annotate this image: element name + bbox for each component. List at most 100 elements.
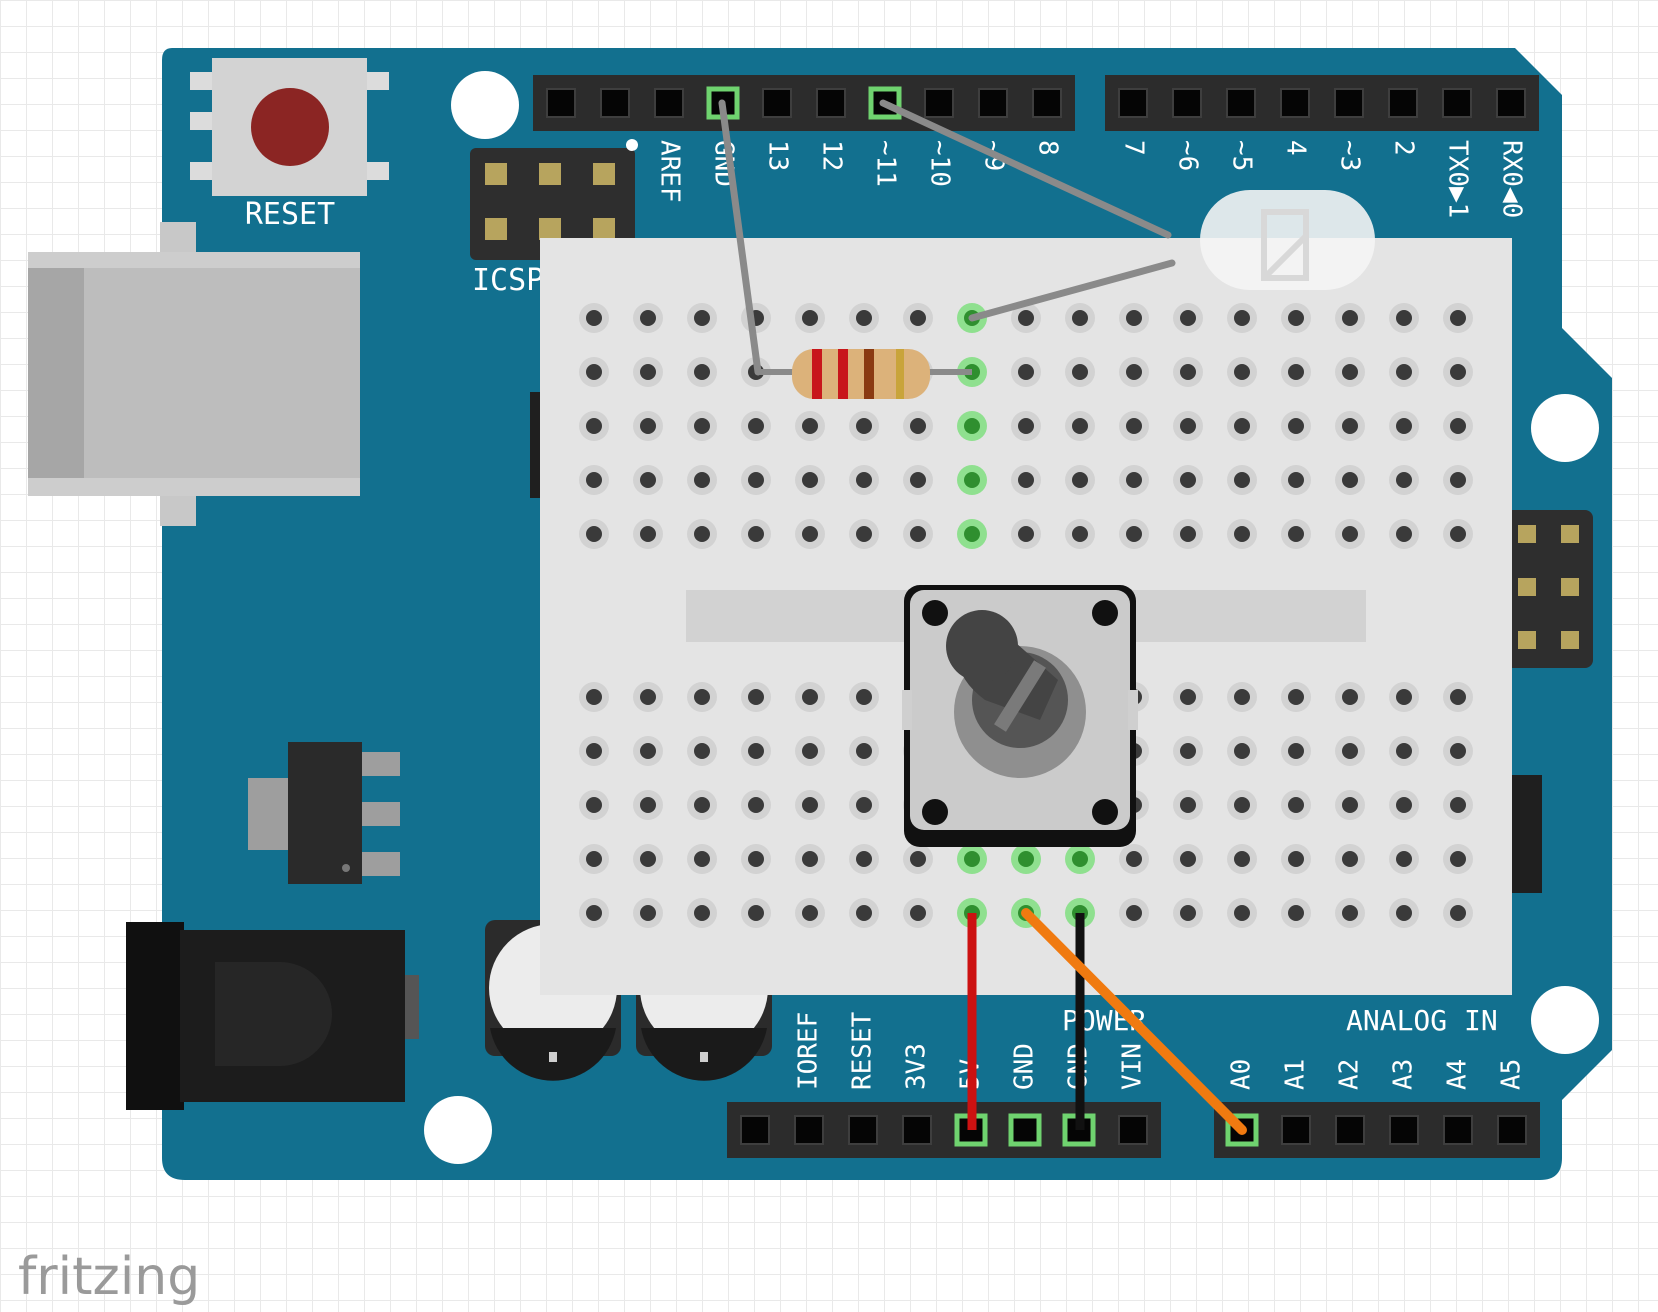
breadboard-hole-center (856, 851, 872, 867)
breadboard-hole-center (856, 743, 872, 759)
breadboard-hole-center (586, 797, 602, 813)
breadboard-hole-center (1018, 418, 1034, 434)
header-pin[interactable] (1443, 1115, 1473, 1145)
header-pin[interactable] (1032, 88, 1062, 118)
breadboard-hole-center (1234, 851, 1250, 867)
icsp-header (470, 139, 638, 260)
breadboard-hole-center (694, 797, 710, 813)
breadboard-hole-center (1396, 364, 1412, 380)
breadboard-hole-center (1180, 905, 1196, 921)
breadboard-hole-center (1342, 905, 1358, 921)
reset-button[interactable] (190, 58, 389, 196)
breadboard-hole-center (1234, 418, 1250, 434)
header-pin[interactable] (1389, 1115, 1419, 1145)
breadboard-hole-center (694, 364, 710, 380)
breadboard-hole-center (1288, 797, 1304, 813)
header-pin[interactable] (1388, 88, 1418, 118)
pin-label: ~3 (1335, 140, 1365, 171)
pin-label: A1 (1281, 1059, 1311, 1090)
header-pin[interactable] (1281, 1115, 1311, 1145)
pin-label: 8 (1033, 140, 1063, 156)
breadboard-hole-center (1450, 418, 1466, 434)
breadboard-hole-center (1018, 851, 1034, 867)
header-pin[interactable] (1497, 1115, 1527, 1145)
header-pin[interactable] (816, 88, 846, 118)
breadboard-hole-center (1342, 743, 1358, 759)
breadboard-hole-center (1180, 418, 1196, 434)
breadboard-hole-center (640, 472, 656, 488)
breadboard-hole-center (1396, 797, 1412, 813)
digital-header-low (1105, 75, 1539, 131)
breadboard-hole-center (640, 851, 656, 867)
pin-label: ~10 (925, 140, 955, 187)
breadboard-hole-center (1288, 310, 1304, 326)
header-pin[interactable] (1280, 88, 1310, 118)
breadboard-hole-center (748, 851, 764, 867)
header-pin[interactable] (600, 88, 630, 118)
breadboard-hole-center (1342, 310, 1358, 326)
breadboard-hole-center (1072, 418, 1088, 434)
wire-pin11-to-led (879, 99, 1172, 239)
breadboard-hole-center (1450, 526, 1466, 542)
breadboard-hole-center (1234, 310, 1250, 326)
breadboard-hole-center (586, 364, 602, 380)
breadboard-hole-center (802, 905, 818, 921)
breadboard-hole-center (1018, 472, 1034, 488)
led (1200, 190, 1375, 290)
breadboard-hole-center (856, 526, 872, 542)
breadboard-hole-center (694, 418, 710, 434)
breadboard-hole-center (1450, 310, 1466, 326)
breadboard-hole-center (910, 418, 926, 434)
breadboard-hole-center (1018, 364, 1034, 380)
breadboard-hole-center (586, 526, 602, 542)
breadboard-hole-center (694, 851, 710, 867)
breadboard-hole-center (1396, 310, 1412, 326)
header-pin[interactable] (1334, 88, 1364, 118)
pin-label: TX0▶1 (1443, 140, 1473, 218)
header-pin[interactable] (1172, 88, 1202, 118)
pin-label: ~6 (1173, 140, 1203, 171)
pin-label: AREF (655, 140, 685, 203)
header-pin[interactable] (978, 88, 1008, 118)
breadboard-hole-center (1180, 689, 1196, 705)
breadboard-hole-center (640, 418, 656, 434)
pin-label: ~11 (871, 140, 901, 187)
breadboard-hole-center (640, 797, 656, 813)
breadboard-hole-center (1180, 472, 1196, 488)
header-pin[interactable] (762, 88, 792, 118)
header-pin[interactable] (902, 1115, 932, 1145)
mounting-hole (424, 1096, 492, 1164)
header-pin[interactable] (1118, 1115, 1148, 1145)
header-pin[interactable] (1118, 88, 1148, 118)
breadboard-hole-center (1126, 418, 1142, 434)
header-pin[interactable] (1008, 1113, 1042, 1147)
breadboard-hole-center (1342, 851, 1358, 867)
header-pin[interactable] (740, 1115, 770, 1145)
breadboard-hole-center (1180, 743, 1196, 759)
breadboard-hole-center (1396, 526, 1412, 542)
breadboard-hole-center (1450, 743, 1466, 759)
breadboard-hole-center (1288, 743, 1304, 759)
header-pin[interactable] (1335, 1115, 1365, 1145)
breadboard-hole-center (586, 689, 602, 705)
header-pin[interactable] (1442, 88, 1472, 118)
header-pin[interactable] (1496, 88, 1526, 118)
header-pin[interactable] (654, 88, 684, 118)
header-pin[interactable] (546, 88, 576, 118)
pin-label: VIN (1118, 1043, 1148, 1090)
breadboard-hole-center (1342, 364, 1358, 380)
breadboard-hole-center (1342, 472, 1358, 488)
breadboard-hole-center (640, 689, 656, 705)
header-pin[interactable] (848, 1115, 878, 1145)
header-pin[interactable] (794, 1115, 824, 1145)
header-pin[interactable] (1226, 88, 1256, 118)
header-pin[interactable] (924, 88, 954, 118)
breadboard-hole-center (748, 905, 764, 921)
breadboard-hole-center (856, 418, 872, 434)
pin-label: 4 (1281, 140, 1311, 156)
header-body (1105, 75, 1539, 131)
dc-power-jack (126, 922, 419, 1110)
